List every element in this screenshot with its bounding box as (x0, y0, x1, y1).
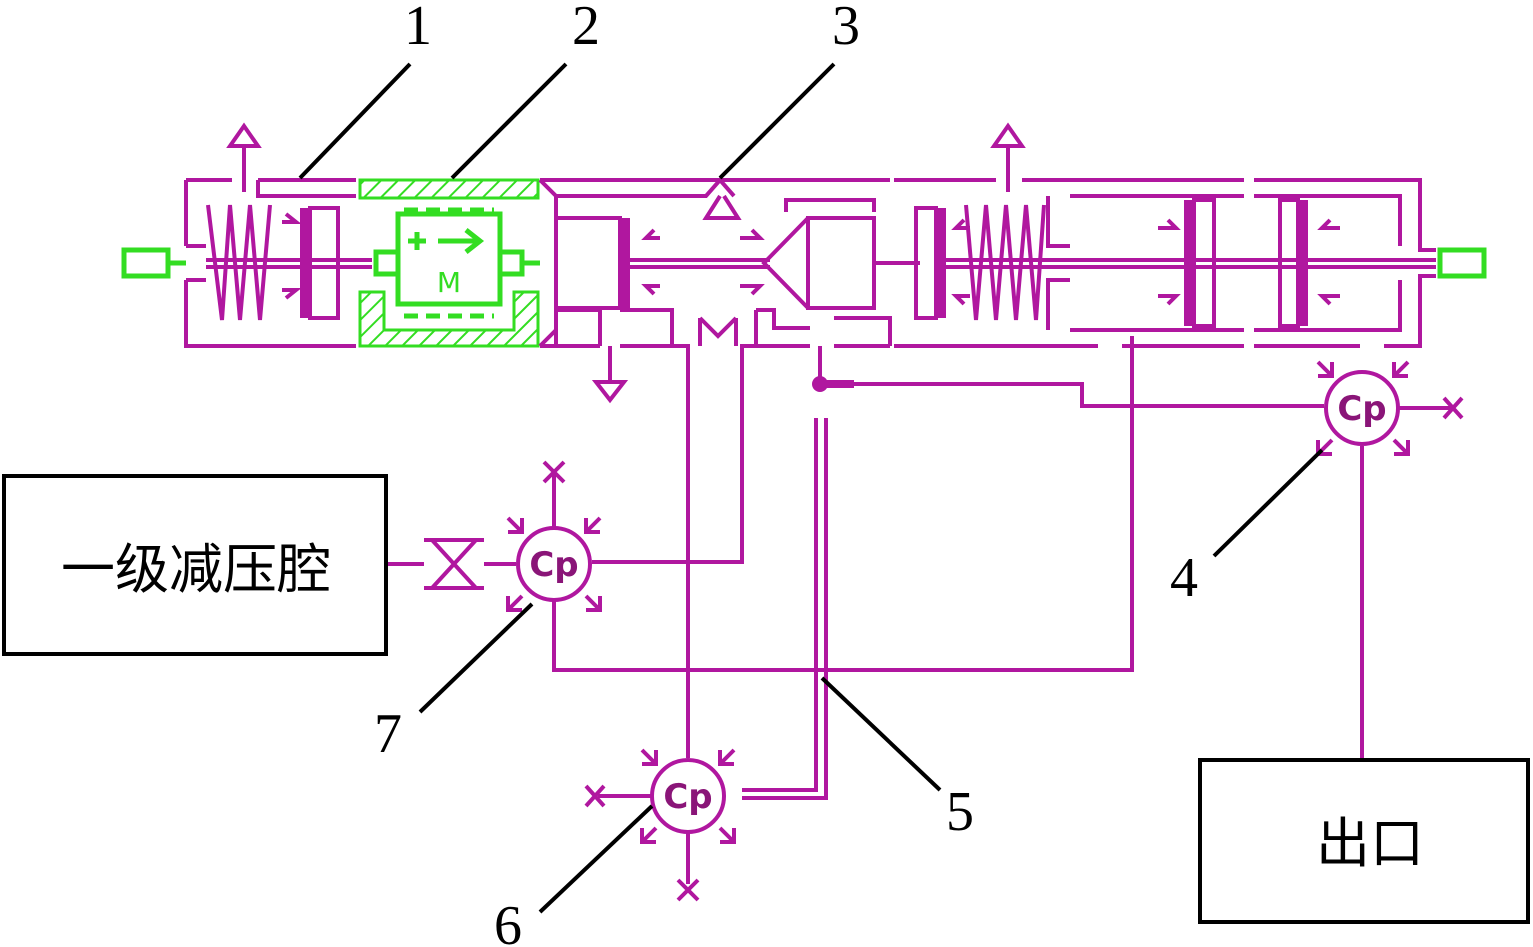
callouts: 1 2 3 4 5 6 7 (298, 0, 1324, 947)
corner-arrow-icon (718, 826, 736, 844)
corner-arrow-icon (1316, 360, 1334, 378)
cross-icon (584, 784, 606, 808)
right-actuator (894, 122, 1487, 348)
outlet-label: 出口 (1316, 812, 1424, 875)
cross-icon (1442, 396, 1464, 420)
left-end-plug (121, 247, 171, 279)
callout-5: 5 (946, 781, 974, 843)
corner-arrow-icon (640, 748, 658, 766)
right-end-plug (1437, 247, 1487, 279)
corner-arrow-icon (506, 516, 524, 534)
corner-arrow-icon (1392, 360, 1410, 378)
cp-node-top-right: Cp (1316, 360, 1464, 456)
motor-body (395, 211, 503, 307)
left-actuator (121, 122, 372, 348)
corner-arrow-icon (640, 826, 658, 844)
cross-icon (542, 460, 566, 484)
callout-6: 6 (494, 895, 522, 947)
callout-1: 1 (404, 0, 432, 57)
cp-node-primary: Cp (506, 460, 602, 612)
cp-label: Cp (663, 777, 712, 817)
cp-node-bottom: Cp (584, 748, 736, 902)
corner-arrow-icon (584, 516, 602, 534)
outlet-box: 出口 (1198, 758, 1530, 924)
corner-arrow-icon (1392, 438, 1410, 456)
callout-3: 3 (832, 0, 860, 57)
cp-label: Cp (529, 545, 578, 585)
piping (388, 336, 1364, 800)
corner-arrow-icon (718, 748, 736, 766)
restrictor-icon (424, 538, 484, 590)
corner-arrow-icon (584, 594, 602, 612)
callout-4: 4 (1170, 547, 1198, 609)
motor-block: M (358, 178, 540, 348)
corner-arrow-icon (506, 594, 524, 612)
cross-icon (676, 878, 700, 902)
callout-7: 7 (374, 703, 402, 765)
callout-2: 2 (572, 0, 600, 57)
motor-label: M (437, 266, 461, 299)
cp-label: Cp (1337, 389, 1386, 429)
primary-chamber-label: 一级减压腔 (61, 538, 331, 601)
primary-chamber-box: 一级减压腔 (2, 474, 388, 656)
central-valve (538, 176, 920, 404)
